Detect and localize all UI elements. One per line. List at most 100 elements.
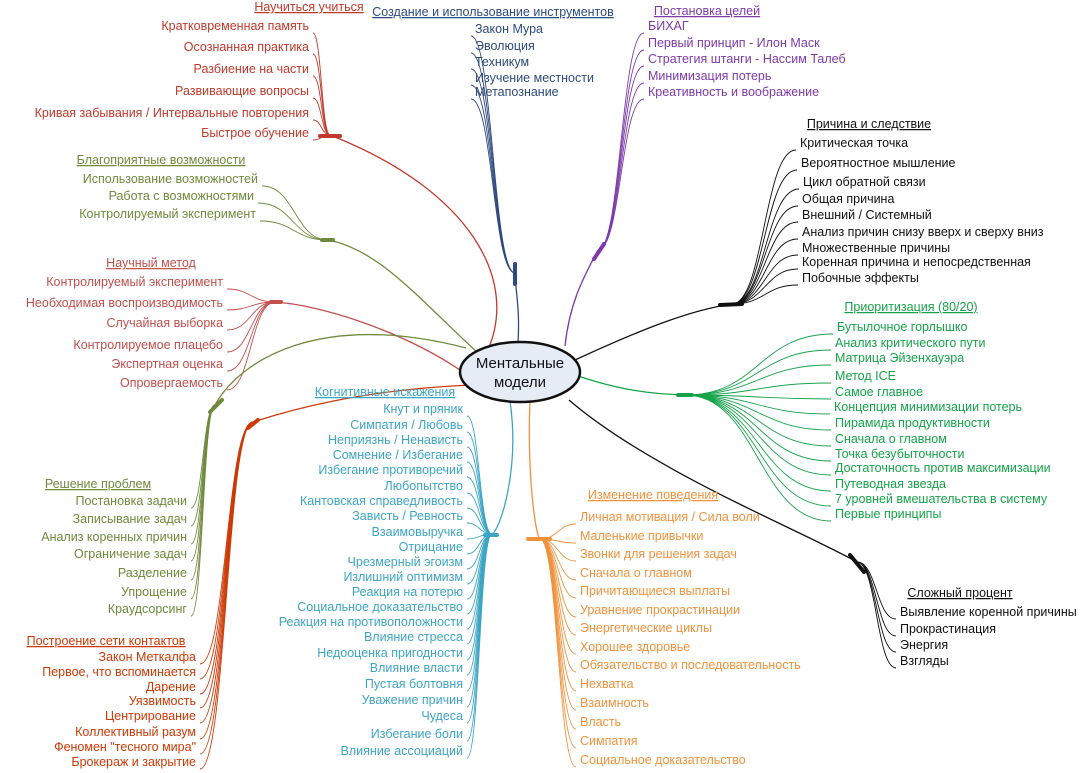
leaf-learn[interactable]: Осознанная практика bbox=[184, 40, 309, 54]
leaf-prio[interactable]: Первые принципы bbox=[835, 507, 941, 521]
leaf-sci[interactable]: Необходимая воспроизводимость bbox=[26, 296, 223, 310]
branch-title-cause[interactable]: Причина и следствие bbox=[807, 117, 931, 131]
leaf-cog[interactable]: Взаимовыручка bbox=[372, 525, 463, 539]
leaf-cause[interactable]: Анализ причин снизу вверх и сверху вниз bbox=[802, 225, 1044, 239]
branch-title-net[interactable]: Построение сети контактов bbox=[27, 634, 186, 648]
leaf-prio[interactable]: Достаточность против максимизации bbox=[835, 461, 1051, 475]
leaf-prob[interactable]: Упрощение bbox=[121, 585, 187, 599]
central-topic-ellipse[interactable] bbox=[458, 340, 582, 404]
branch-title-prio[interactable]: Приоритизация (80/20) bbox=[844, 300, 977, 314]
leaf-prio[interactable]: Анализ критического пути bbox=[835, 336, 986, 350]
leaf-cog[interactable]: Реакция на противоположности bbox=[279, 615, 463, 629]
leaf-cause[interactable]: Цикл обратной связи bbox=[803, 175, 926, 189]
leaf-prob[interactable]: Разделение bbox=[118, 566, 187, 580]
leaf-beh[interactable]: Личная мотивация / Сила воли bbox=[580, 510, 760, 524]
leaf-beh[interactable]: Причитающиеся выплаты bbox=[580, 584, 730, 598]
leaf-cog[interactable]: Уважение причин bbox=[362, 693, 464, 707]
leaf-prob[interactable]: Записывание задач bbox=[73, 512, 187, 526]
leaf-cause[interactable]: Критическая точка bbox=[800, 136, 908, 150]
leaf-prio[interactable]: Точка безубыточности bbox=[835, 447, 964, 461]
branch-title-goals[interactable]: Постановка целей bbox=[654, 4, 760, 18]
leaf-tools[interactable]: Закон Мура bbox=[475, 22, 543, 36]
leaf-prio[interactable]: Бутылочное горлышко bbox=[837, 320, 967, 334]
leaf-prio[interactable]: Путеводная звезда bbox=[835, 477, 946, 491]
leaf-beh[interactable]: Уравнение прокрастинации bbox=[580, 603, 740, 617]
leaf-goals[interactable]: Креативность и воображение bbox=[648, 85, 819, 99]
leaf-learn[interactable]: Развивающие вопросы bbox=[175, 84, 309, 98]
leaf-learn[interactable]: Разбиение на части bbox=[194, 62, 309, 76]
leaf-prio[interactable]: Концепция минимизации потерь bbox=[834, 400, 1022, 414]
leaf-net[interactable]: Феномен "тесного мира" bbox=[54, 740, 196, 754]
leaf-net[interactable]: Дарение bbox=[146, 680, 196, 694]
branch-title-tools[interactable]: Создание и использование инструментов bbox=[372, 5, 614, 19]
leaf-cog[interactable]: Чудеса bbox=[421, 709, 463, 723]
leaf-comp[interactable]: Энергия bbox=[900, 638, 948, 652]
leaf-prob[interactable]: Ограничение задач bbox=[74, 547, 187, 561]
leaf-cause[interactable]: Множественные причины bbox=[802, 241, 950, 255]
leaf-sci[interactable]: Случайная выборка bbox=[107, 316, 224, 330]
leaf-cog[interactable]: Влияние стресса bbox=[364, 630, 463, 644]
leaf-net[interactable]: Закон Меткалфа bbox=[99, 650, 197, 664]
leaf-opp[interactable]: Контролируемый эксперимент bbox=[79, 207, 256, 221]
leaf-goals[interactable]: Первый принцип - Илон Маск bbox=[648, 36, 820, 50]
central-topic[interactable]: Ментальные модели bbox=[458, 340, 582, 404]
leaf-prio[interactable]: Самое главное bbox=[835, 385, 923, 399]
leaf-opp[interactable]: Использование возможностей bbox=[83, 172, 258, 186]
leaf-prio[interactable]: Метод ICE bbox=[835, 369, 896, 383]
branch-title-cog[interactable]: Когнитивные искажения bbox=[315, 385, 455, 399]
leaf-cog[interactable]: Симпатия / Любовь bbox=[350, 418, 463, 432]
leaf-cause[interactable]: Коренная причина и непосредственная bbox=[802, 255, 1031, 269]
leaf-cause[interactable]: Побочные эффекты bbox=[802, 271, 919, 285]
leaf-sci[interactable]: Опровергаемость bbox=[120, 376, 223, 390]
leaf-net[interactable]: Уязвимость bbox=[129, 694, 196, 708]
leaf-cog[interactable]: Избегание противоречий bbox=[318, 463, 463, 477]
leaf-cog[interactable]: Реакция на потерю bbox=[352, 585, 463, 599]
leaf-beh[interactable]: Симпатия bbox=[580, 734, 638, 748]
leaf-cog[interactable]: Неприязнь / Ненависть bbox=[328, 433, 463, 447]
leaf-comp[interactable]: Взгляды bbox=[900, 654, 949, 668]
leaf-cog[interactable]: Излишний оптимизм bbox=[343, 570, 463, 584]
leaf-cause[interactable]: Общая причина bbox=[802, 192, 894, 206]
branch-title-beh[interactable]: Изменение поведения bbox=[588, 488, 718, 502]
leaf-tools[interactable]: Метапознание bbox=[475, 85, 559, 99]
leaf-cog[interactable]: Любопытство bbox=[385, 479, 464, 493]
leaf-learn[interactable]: Быстрое обучение bbox=[201, 126, 309, 140]
leaf-beh[interactable]: Хорошее здоровье bbox=[580, 640, 690, 654]
leaf-cog[interactable]: Кнут и пряник bbox=[383, 402, 463, 416]
leaf-cog[interactable]: Избегание боли bbox=[371, 727, 463, 741]
leaf-beh[interactable]: Сначала о главном bbox=[580, 566, 692, 580]
leaf-tools[interactable]: Эволюция bbox=[475, 39, 535, 53]
leaf-goals[interactable]: Минимизация потерь bbox=[648, 69, 771, 83]
leaf-net[interactable]: Центрирование bbox=[105, 709, 196, 723]
leaf-cog[interactable]: Кантовская справедливость bbox=[300, 494, 463, 508]
branch-title-prob[interactable]: Решение проблем bbox=[45, 477, 151, 491]
leaf-sci[interactable]: Экспертная оценка bbox=[111, 357, 223, 371]
branch-title-sci[interactable]: Научный метод bbox=[106, 256, 196, 270]
leaf-goals[interactable]: Стратегия штанги - Нассим Талеб bbox=[648, 52, 846, 66]
leaf-net[interactable]: Коллективный разум bbox=[75, 725, 196, 739]
leaf-cause[interactable]: Внешний / Системный bbox=[802, 208, 932, 222]
leaf-prob[interactable]: Краудсорсинг bbox=[108, 602, 188, 616]
leaf-tools[interactable]: Изучение местности bbox=[475, 71, 594, 85]
leaf-beh[interactable]: Маленькие привычки bbox=[580, 529, 703, 543]
leaf-opp[interactable]: Работа с возможностями bbox=[109, 189, 254, 203]
leaf-cog[interactable]: Недооценка пригодности bbox=[317, 646, 463, 660]
leaf-beh[interactable]: Власть bbox=[580, 715, 621, 729]
leaf-cog[interactable]: Зависть / Ревность bbox=[352, 509, 463, 523]
leaf-beh[interactable]: Нехватка bbox=[580, 677, 634, 691]
leaf-prio[interactable]: Матрица Эйзенхауэра bbox=[835, 351, 964, 365]
branch-title-comp[interactable]: Сложный процент bbox=[907, 586, 1013, 600]
leaf-beh[interactable]: Взаимность bbox=[580, 696, 649, 710]
leaf-prob[interactable]: Анализ коренных причин bbox=[41, 530, 187, 544]
leaf-beh[interactable]: Обязательство и последовательность bbox=[580, 658, 801, 672]
leaf-beh[interactable]: Звонки для решения задач bbox=[580, 547, 737, 561]
leaf-cog[interactable]: Социальное доказательство bbox=[297, 600, 463, 614]
leaf-goals[interactable]: БИХАГ bbox=[648, 19, 689, 33]
leaf-cog[interactable]: Влияние власти bbox=[370, 661, 463, 675]
leaf-net[interactable]: Первое, что вспоминается bbox=[42, 665, 196, 679]
leaf-cog[interactable]: Сомнение / Избегание bbox=[333, 448, 463, 462]
leaf-cog[interactable]: Отрицание bbox=[399, 540, 463, 554]
leaf-prio[interactable]: Пирамида продуктивности bbox=[835, 416, 990, 430]
leaf-sci[interactable]: Контролируемый эксперимент bbox=[46, 275, 223, 289]
leaf-net[interactable]: Брокераж и закрытие bbox=[71, 755, 196, 769]
